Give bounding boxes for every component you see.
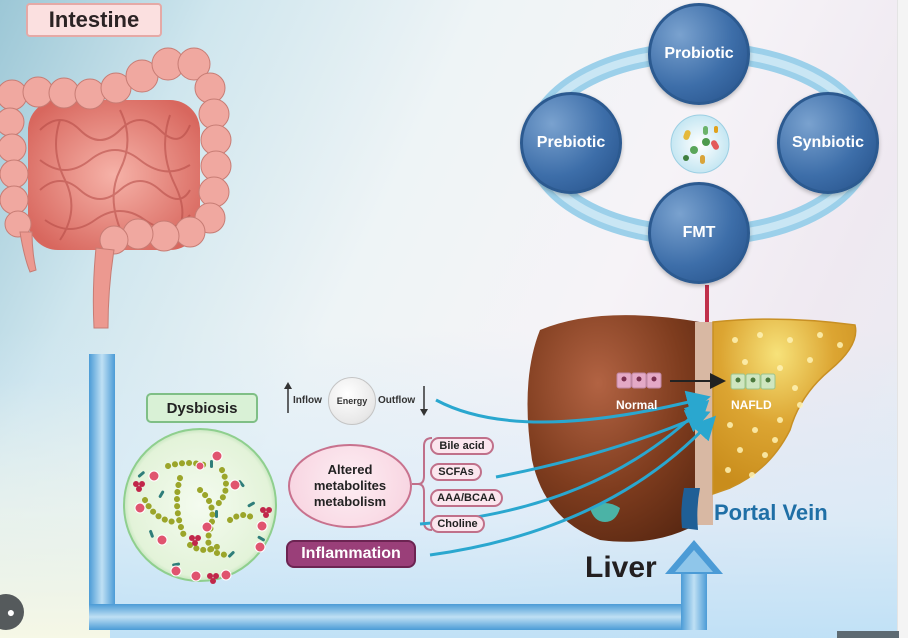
metabolite-scfas: SCFAs bbox=[430, 463, 482, 481]
dysbiosis-label: Dysbiosis bbox=[146, 393, 258, 423]
altered-metabolites-line-2: metabolites bbox=[313, 478, 387, 493]
altered-metabolites-ellipse: Altered metabolites metabolism bbox=[288, 444, 412, 528]
altered-metabolites-line-3: metabolism bbox=[313, 494, 387, 509]
prebiotic-node: Prebiotic bbox=[520, 92, 622, 194]
dysbiosis-microbiota-illustration bbox=[123, 428, 277, 584]
synbiotic-node: Synbiotic bbox=[777, 92, 879, 194]
altered-metabolites-line-1: Altered bbox=[327, 462, 373, 477]
microbiota-center-icon bbox=[670, 114, 730, 174]
portal-flow-pipe bbox=[89, 354, 723, 630]
liver-illustration bbox=[527, 315, 857, 542]
normal-label: Normal bbox=[616, 398, 658, 412]
metabolite-choline: Choline bbox=[430, 515, 485, 533]
liver-label: Liver bbox=[585, 551, 657, 584]
metabolites-bracket bbox=[417, 437, 433, 531]
fmt-node: FMT bbox=[648, 182, 750, 284]
scrollbar-track[interactable] bbox=[897, 0, 908, 638]
portal-vein-label: Portal Vein bbox=[714, 500, 828, 525]
google-lens-icon: ● bbox=[6, 604, 16, 620]
flow-arrow-energy bbox=[435, 390, 711, 424]
nafld-label: NAFLD bbox=[731, 398, 772, 412]
metabolite-bile-acid: Bile acid bbox=[430, 437, 494, 455]
energy-circle: Energy bbox=[328, 377, 376, 425]
probiotic-node: Probiotic bbox=[648, 3, 750, 105]
intestine-illustration bbox=[0, 47, 232, 329]
flow-arrow-inflammation bbox=[429, 415, 717, 557]
nafld-hepatocytes-icon bbox=[730, 373, 776, 390]
scrollbar-thumb[interactable] bbox=[837, 631, 899, 638]
metabolite-aaa-bcaa: AAA/BCAA bbox=[430, 489, 503, 507]
inflow-label: Inflow bbox=[293, 395, 322, 406]
outflow-label: Outflow bbox=[378, 395, 416, 406]
intestine-label: Intestine bbox=[26, 3, 162, 37]
flow-arrow-metabolites bbox=[495, 410, 711, 479]
normal-hepatocytes-icon bbox=[616, 372, 662, 389]
flow-arrows bbox=[419, 390, 717, 557]
inflammation-label: Inflammation bbox=[286, 540, 416, 568]
